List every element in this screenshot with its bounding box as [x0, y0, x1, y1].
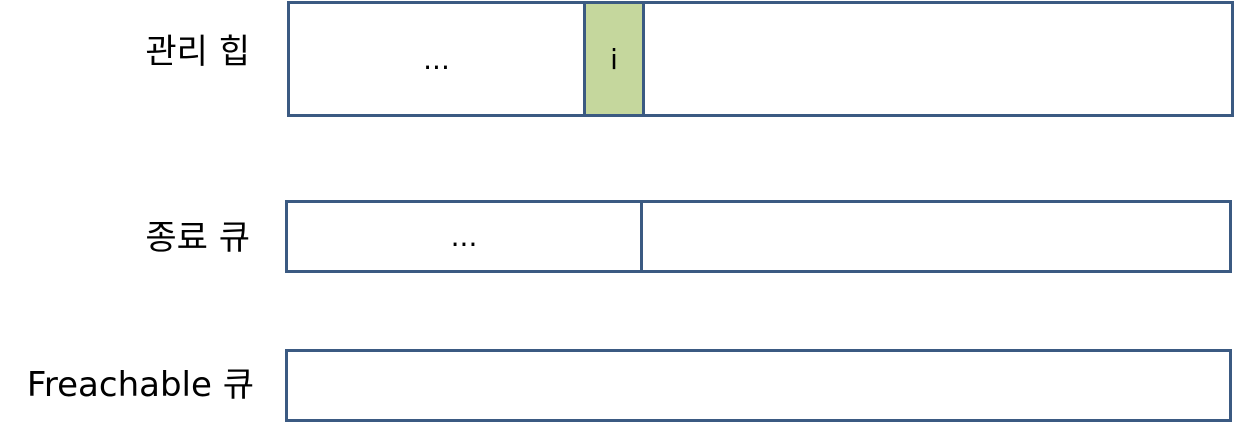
freachable-queue-bar [285, 349, 1232, 422]
managed-heap-cell-object-i: i [586, 4, 645, 114]
managed-heap-cell-free [645, 4, 1231, 114]
finalization-queue-cell-ellipsis: ... [288, 203, 643, 270]
managed-heap-bar: ... i [287, 1, 1234, 117]
finalization-queue-cell-empty [643, 203, 1229, 270]
freachable-queue-cell-empty [288, 352, 1229, 419]
freachable-queue-label: Freachable 큐 [26, 365, 254, 405]
managed-heap-label: 관리 힙 [145, 32, 250, 72]
finalization-queue-bar: ... [285, 200, 1232, 273]
managed-heap-cell-ellipsis: ... [290, 4, 586, 114]
finalization-queue-label: 종료 큐 [145, 218, 250, 258]
